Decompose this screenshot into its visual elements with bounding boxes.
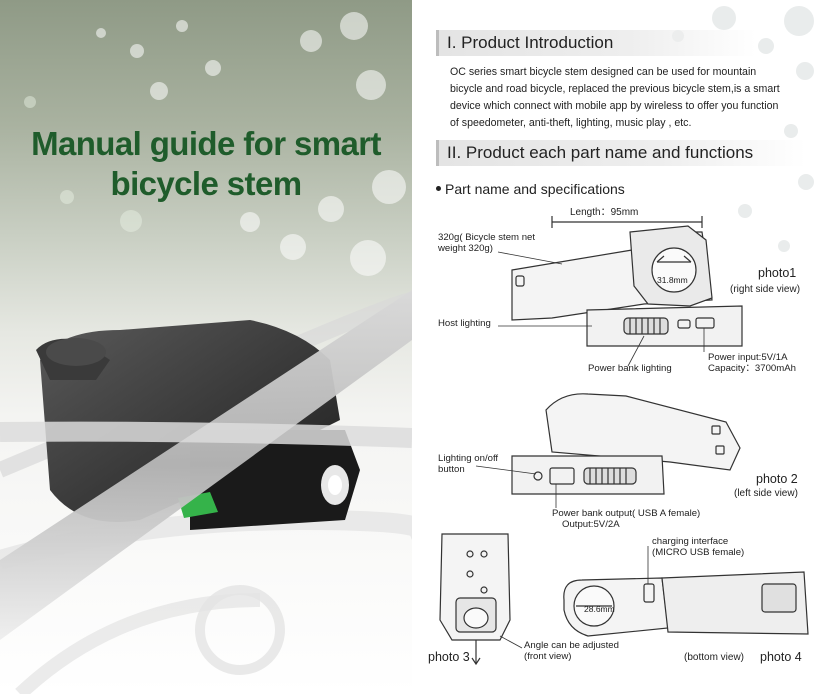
diameter-28-label: 28.6mm xyxy=(584,604,615,614)
charging-interface-label-line2: (MICRO USB female) xyxy=(652,547,745,558)
bokeh-dot xyxy=(318,196,344,222)
cover-title: Manual guide for smart bicycle stem xyxy=(0,124,412,204)
intro-line: of speedometer, anti-theft, lighting, mu… xyxy=(450,117,692,129)
bokeh-dot xyxy=(372,170,406,204)
length-dimension: Length：95mm xyxy=(570,207,639,218)
manual-page: I. Product Introduction OC series smart … xyxy=(412,0,820,694)
cover-panel: Manual guide for smart bicycle stem xyxy=(0,0,412,694)
introduction-text: OC series smart bicycle stem designed ca… xyxy=(450,64,790,132)
bokeh-dot xyxy=(130,44,144,58)
cover-title-line1: Manual guide for smart xyxy=(31,125,381,162)
section-heading-introduction: I. Product Introduction xyxy=(436,30,756,56)
photo1-caption: photo1 xyxy=(758,266,797,280)
bokeh-dot xyxy=(796,62,814,80)
charging-interface-label-line1: charging interface xyxy=(652,536,729,547)
bokeh-dot xyxy=(798,174,814,190)
photo4-caption: photo 4 xyxy=(760,650,802,664)
usb-output-label-line1: Power bank output( USB A female) xyxy=(552,508,701,519)
bokeh-dot xyxy=(712,6,736,30)
parts-diagram xyxy=(439,216,809,666)
bokeh-dot xyxy=(176,20,188,32)
bokeh-dot xyxy=(280,234,306,260)
bokeh-dot xyxy=(350,240,386,276)
bokeh-dot xyxy=(784,6,814,36)
lighting-button-label-line1: Lighting on/off xyxy=(438,453,499,464)
angle-label-line1: Angle can be adjusted xyxy=(524,640,619,651)
bokeh-dot xyxy=(60,190,74,204)
stem-product-illustration xyxy=(0,290,412,694)
bokeh-dot xyxy=(738,204,752,218)
lighting-button-label-line2: button xyxy=(438,464,465,475)
intro-line: device which connect with mobile app by … xyxy=(450,100,779,112)
bokeh-dot xyxy=(240,212,260,232)
angle-label-line2: (front view) xyxy=(524,651,572,662)
photo2-view: (left side view) xyxy=(734,488,798,499)
bokeh-dot xyxy=(300,30,322,52)
bokeh-dot xyxy=(784,124,798,138)
bokeh-dot xyxy=(778,240,790,252)
bullet-icon xyxy=(436,186,441,191)
spec-subheading: Part name and specifications xyxy=(436,181,625,197)
bokeh-dot xyxy=(356,70,386,100)
power-input-label: Power input:5V/1A xyxy=(708,352,788,363)
usb-output-label-line2: Output:5V/2A xyxy=(562,519,620,530)
power-bank-lighting-label: Power bank lighting xyxy=(588,363,672,374)
bokeh-dot xyxy=(24,96,36,108)
capacity-label: Capacity：3700mAh xyxy=(708,363,796,374)
diameter-31-label: 31.8mm xyxy=(657,275,688,285)
bokeh-dot xyxy=(96,28,106,38)
bokeh-dot xyxy=(340,12,368,40)
section-heading-parts: II. Product each part name and functions xyxy=(436,140,806,166)
bokeh-dot xyxy=(205,60,221,76)
bokeh-dot xyxy=(758,38,774,54)
intro-line: bicycle and road bicycle, replaced the p… xyxy=(450,83,780,95)
bokeh-dot xyxy=(120,210,142,232)
photo1-view: (right side view) xyxy=(730,284,801,295)
intro-line: OC series smart bicycle stem designed ca… xyxy=(450,66,757,78)
photo4-view: (bottom view) xyxy=(684,652,745,663)
bokeh-dot xyxy=(150,82,168,100)
weight-label-line2: weight 320g) xyxy=(438,243,493,254)
host-lighting-label: Host lighting xyxy=(438,318,491,329)
cover-title-line2: bicycle stem xyxy=(110,165,303,202)
spec-subheading-text: Part name and specifications xyxy=(445,181,625,197)
weight-label-line1: 320g( Bicycle stem net xyxy=(438,232,536,243)
photo3-caption: photo 3 xyxy=(428,650,470,664)
photo2-caption: photo 2 xyxy=(756,472,798,486)
